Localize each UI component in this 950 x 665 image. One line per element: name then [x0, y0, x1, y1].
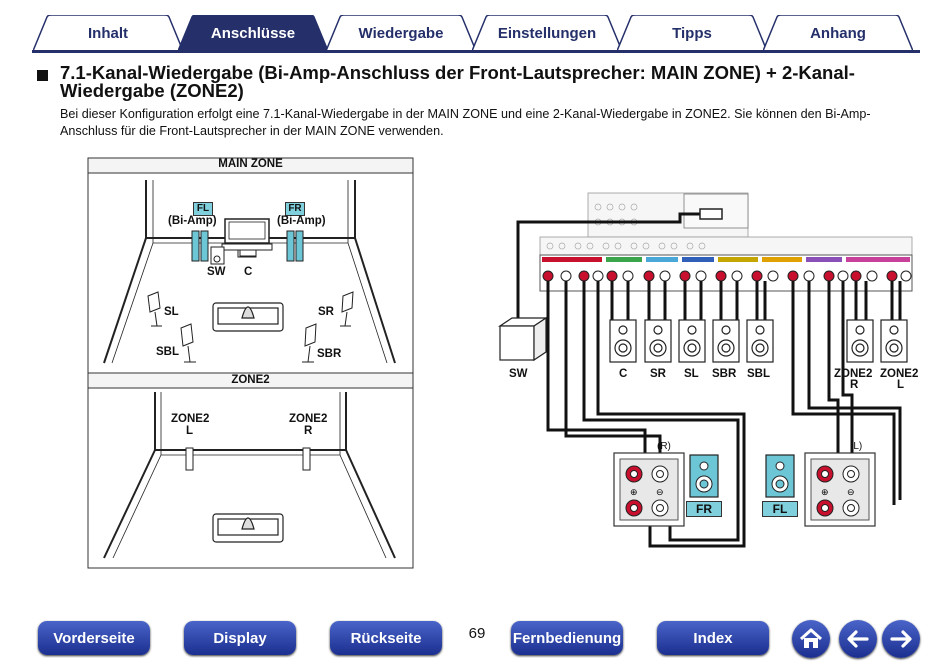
page-number: 69: [468, 625, 486, 642]
wiring-sr-label: SR: [650, 368, 666, 380]
tab-underline: [32, 50, 920, 53]
arrow-right-icon: [890, 630, 912, 648]
wiring-sbr-label: SBR: [712, 368, 737, 380]
wiring-c-label: C: [619, 368, 628, 380]
zone2-l-label-bottom: L: [186, 425, 194, 437]
zone2-title: ZONE2: [231, 374, 270, 386]
heading-bullet: [37, 70, 48, 81]
zone2-l-label-top: ZONE2: [171, 413, 210, 425]
tab-tipps[interactable]: Tipps: [617, 15, 767, 52]
sbr-label: SBR: [317, 348, 342, 360]
wiring-sl-label: SL: [684, 368, 699, 380]
fr-bi-amp-label: (Bi-Amp): [277, 215, 326, 227]
sr-label: SR: [318, 306, 334, 318]
wiring-sw-label: SW: [509, 368, 528, 380]
main-zone-title: MAIN ZONE: [218, 158, 283, 170]
zone2-r-label-bottom: R: [304, 425, 313, 437]
wiring-zone2-r-top: ZONE2: [834, 368, 873, 380]
sl-label: SL: [164, 306, 179, 318]
wiring-zone2-l-top: ZONE2: [880, 368, 919, 380]
back-button[interactable]: [839, 620, 877, 658]
zone2-r-label-top: ZONE2: [289, 413, 328, 425]
c-label: C: [244, 266, 253, 278]
left-channel-mark: (L): [850, 441, 863, 452]
wiring-zone2-r-bottom: R: [850, 379, 859, 391]
tab-bar: Inhalt Anschlüsse Wiedergabe Einstellung…: [0, 0, 950, 54]
intro-text: Bei dieser Konfiguration erfolgt eine 7.…: [60, 107, 871, 138]
home-button[interactable]: [792, 620, 830, 658]
arrow-left-icon: [847, 630, 869, 648]
wiring-zone2-l-bottom: L: [897, 379, 905, 391]
svg-text:⊕: ⊕: [630, 487, 638, 497]
tab-wiedergabe[interactable]: Wiedergabe: [326, 15, 476, 52]
tab-inhalt[interactable]: Inhalt: [33, 15, 183, 52]
fl-bi-amp-label: (Bi-Amp): [168, 215, 217, 227]
sw-label: SW: [207, 266, 226, 278]
display-button[interactable]: Display: [184, 621, 296, 655]
wiring-fr-tag: FR: [686, 501, 722, 517]
sbl-label: SBL: [156, 346, 179, 358]
svg-text:⊖: ⊖: [656, 487, 664, 497]
home-icon: [799, 628, 823, 648]
fl-tag: FL: [193, 202, 213, 216]
rear-panel-button[interactable]: Rückseite: [330, 621, 442, 655]
front-panel-button[interactable]: Vorderseite: [38, 621, 150, 655]
page-title: 7.1-Kanal-Wiedergabe (Bi-Amp-Anschluss d…: [60, 62, 855, 101]
index-button[interactable]: Index: [657, 621, 769, 655]
wiring-fl-tag: FL: [762, 501, 798, 517]
fr-tag: FR: [285, 202, 305, 216]
tab-anschluesse[interactable]: Anschlüsse: [178, 15, 328, 52]
remote-control-button[interactable]: Fernbedienung: [511, 621, 623, 655]
forward-button[interactable]: [882, 620, 920, 658]
svg-text:⊕: ⊕: [821, 487, 829, 497]
right-channel-mark: (R): [657, 441, 671, 452]
tab-anhang[interactable]: Anhang: [763, 15, 913, 52]
svg-text:⊖: ⊖: [847, 487, 855, 497]
wiring-sbl-label: SBL: [747, 368, 770, 380]
tab-einstellungen[interactable]: Einstellungen: [472, 15, 622, 52]
